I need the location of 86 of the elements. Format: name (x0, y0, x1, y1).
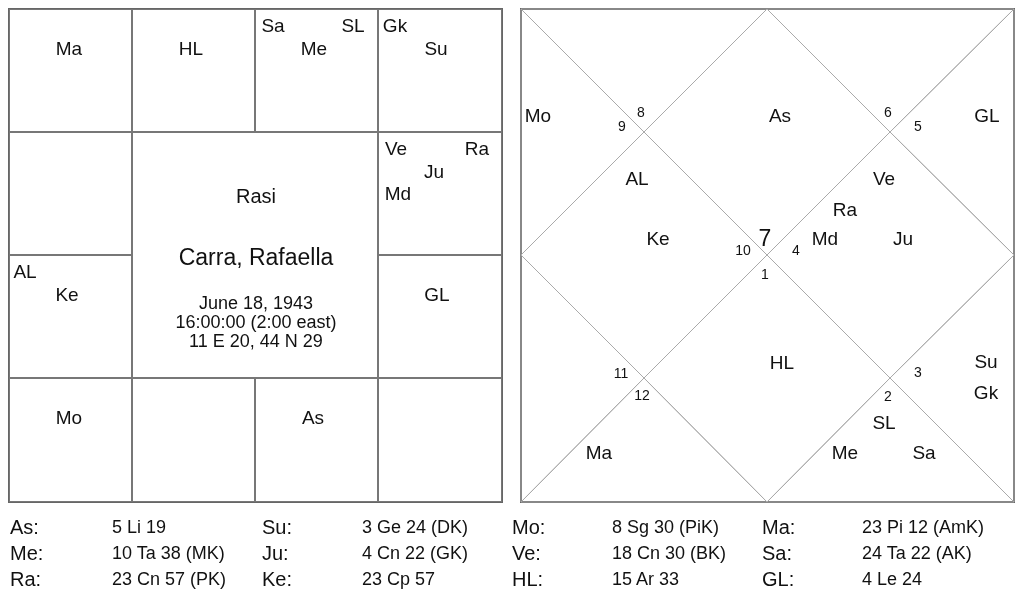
planet-key: Su: (262, 517, 293, 537)
planet-label: SL (872, 412, 896, 432)
chart-cell (378, 378, 502, 502)
planet-label: Ke (646, 228, 670, 248)
planet-label: Gk (382, 15, 408, 35)
sign-number: 10 (735, 243, 751, 257)
planet-label: Ra (832, 199, 858, 219)
planet-label: Me (831, 442, 859, 462)
planet-label: Ju (423, 161, 445, 181)
sign-number: 7 (758, 226, 772, 250)
birth-time: 16:00:00 (2:00 east) (175, 313, 337, 331)
planet-label: SL (341, 15, 365, 35)
planet-label: Ve (872, 168, 896, 188)
planet-key: Me: (10, 543, 44, 563)
planet-position: 23 Cp 57 (362, 570, 436, 588)
planet-key: Ra: (10, 569, 42, 589)
planet-label: Ve (384, 138, 408, 158)
planet-position: 10 Ta 38 (MK) (112, 544, 225, 562)
chart-cell (9, 255, 132, 378)
planet-label: Gk (973, 382, 999, 402)
sign-number: 3 (914, 365, 922, 379)
planet-label: HL (178, 38, 204, 58)
planet-key: GL: (762, 569, 795, 589)
sign-number: 11 (613, 366, 629, 380)
planet-label: Sa (912, 442, 936, 462)
planet-label: Mo (524, 105, 552, 125)
planet-label: GL (424, 284, 450, 304)
chart-center-panel (132, 132, 378, 378)
planet-position: 4 Le 24 (862, 570, 923, 588)
planet-position: 23 Cn 57 (PK) (112, 570, 227, 588)
planet-position: 24 Ta 22 (AK) (862, 544, 972, 562)
planet-label: Md (384, 183, 412, 203)
planet-label: Md (811, 228, 839, 248)
chart-cell (255, 378, 378, 502)
planet-label: AL (13, 261, 37, 281)
chart-cell (9, 132, 132, 255)
planet-label: GL (974, 105, 1000, 125)
birth-coordinates: 11 E 20, 44 N 29 (189, 332, 323, 350)
sign-number: 9 (618, 119, 626, 133)
chart-cell (9, 9, 132, 132)
chart-cell (9, 378, 132, 502)
planet-label: HL (769, 352, 795, 372)
chart-cell (132, 378, 255, 502)
chart-cell (132, 9, 255, 132)
sign-number: 5 (914, 119, 922, 133)
sign-number: 12 (634, 388, 650, 402)
chart-cell (378, 255, 502, 378)
chart-cell (255, 9, 378, 132)
planet-label: Ma (585, 442, 613, 462)
planet-label: Su (974, 351, 998, 371)
planet-label: Su (424, 38, 448, 58)
planet-label: Ra (464, 138, 490, 158)
planet-label: Mo (55, 407, 83, 427)
planet-key: Sa: (762, 543, 793, 563)
planet-label: Me (300, 38, 328, 58)
planet-label: As (301, 407, 325, 427)
planet-position: 3 Ge 24 (DK) (362, 518, 469, 536)
planet-label: Ma (55, 38, 83, 58)
planet-position: 5 Li 19 (112, 518, 167, 536)
planet-key: Ke: (262, 569, 293, 589)
chart-cell (378, 132, 502, 255)
chart-title: Rasi (236, 186, 276, 206)
planet-key: Ve: (512, 543, 541, 563)
planet-key: As: (10, 517, 39, 537)
planet-position: 8 Sg 30 (PiK) (612, 518, 720, 536)
planet-key: Mo: (512, 517, 546, 537)
sign-number: 2 (884, 389, 892, 403)
planet-position: 23 Pi 12 (AmK) (862, 518, 985, 536)
person-name: Carra, Rafaella (178, 245, 334, 269)
planet-label: Ju (892, 228, 914, 248)
sign-number: 4 (792, 243, 800, 257)
planet-position: 18 Cn 30 (BK) (612, 544, 727, 562)
sign-number: 8 (637, 105, 645, 119)
planet-position: 4 Cn 22 (GK) (362, 544, 469, 562)
planet-key: Ma: (762, 517, 796, 537)
planet-key: Ju: (262, 543, 289, 563)
sign-number: 6 (884, 105, 892, 119)
planet-position: 15 Ar 33 (612, 570, 680, 588)
sign-number: 1 (761, 267, 769, 281)
birth-date: June 18, 1943 (198, 294, 314, 312)
planet-label: As (768, 105, 792, 125)
planet-key: HL: (512, 569, 544, 589)
planet-label: AL (625, 168, 649, 188)
planet-label: Ke (55, 284, 79, 304)
planet-label: Sa (261, 15, 285, 35)
chart-cell (378, 9, 502, 132)
